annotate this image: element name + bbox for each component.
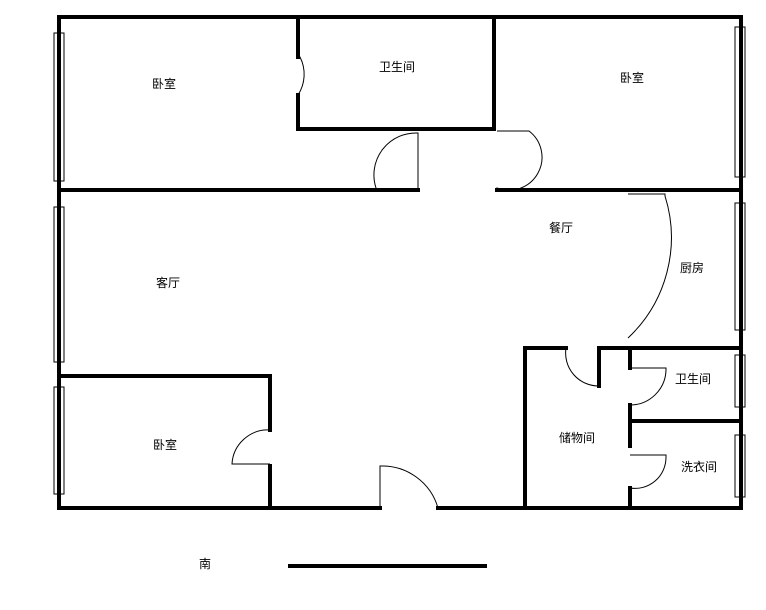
room-label-living: 客厅 [156,275,180,290]
door-bedroom-sw [231,429,271,465]
orientation-label: 南 [199,556,211,571]
room-label-kitchen: 厨房 [680,260,704,275]
room-label-bathroom-east: 卫生间 [675,372,711,386]
door-storage [565,347,600,387]
walls [57,15,743,510]
door-bath-east [629,367,667,406]
windows [53,26,746,498]
room-labels: 卧室 卫生间 卧室 餐厅 厨房 客厅 卧室 储物间 卫生间 洗衣间 [152,60,717,474]
room-label-bathroom-north: 卫生间 [379,60,415,74]
door-entrance [379,465,439,509]
wall-bedroom-sw [57,374,272,432]
door-bedroom-nw [373,132,419,191]
room-label-bedroom-sw: 卧室 [153,437,177,452]
wall-bath-north [296,15,496,131]
door-kitchen [627,193,672,339]
room-label-dining: 餐厅 [549,220,573,235]
room-label-bedroom-nw: 卧室 [152,76,176,91]
doors [231,56,672,509]
room-label-storage: 储物间 [559,430,595,445]
door-laundry [629,454,667,489]
room-label-bedroom-ne: 卧室 [620,70,644,85]
door-bath-north [297,56,305,96]
room-label-laundry: 洗衣间 [681,459,717,474]
door-bedroom-ne [496,130,543,191]
wall-storage [523,346,568,510]
